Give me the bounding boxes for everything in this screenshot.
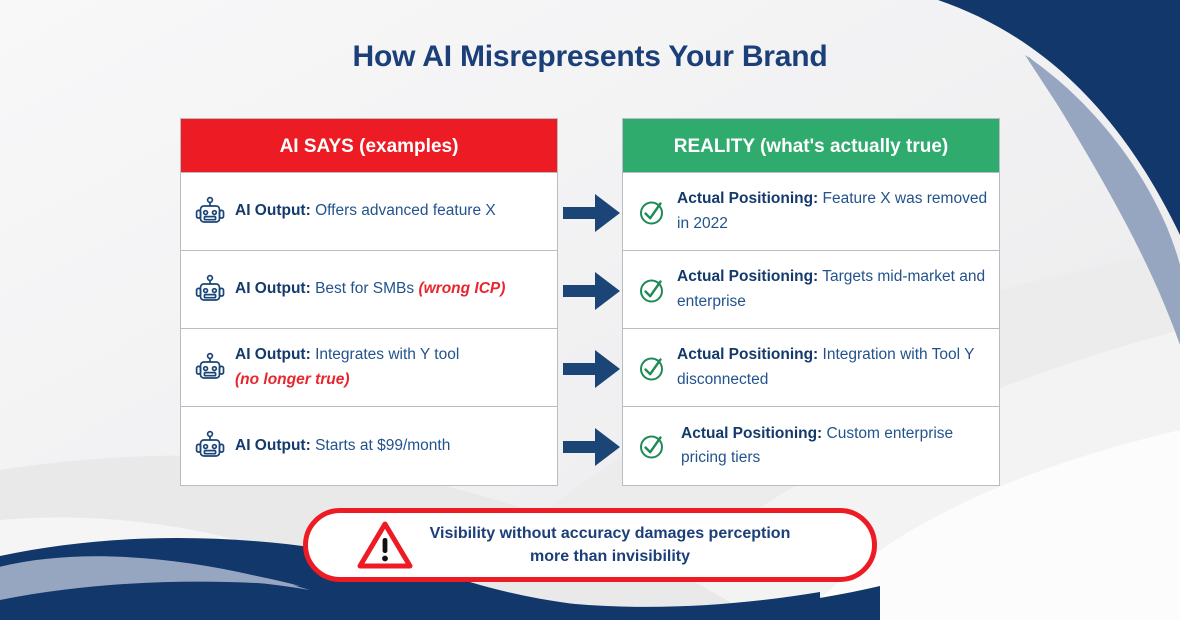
arrow-right-icon — [563, 424, 621, 470]
row-body: Integrates with Y tool — [315, 346, 460, 364]
row-text: AI Output: Best for SMBs (wrong ICP) — [235, 277, 547, 301]
row-note: (wrong ICP) — [418, 280, 506, 298]
row-text: Actual Positioning: Feature X was remove… — [677, 187, 989, 235]
table-row[interactable]: Actual Positioning: Custom enterprise pr… — [622, 407, 1000, 486]
arrow-right-icon — [563, 190, 621, 236]
row-label: Actual Positioning: — [677, 268, 819, 286]
warning-callout: Visibility without accuracy damages perc… — [303, 508, 877, 582]
table-row[interactable]: Actual Positioning: Feature X was remove… — [622, 173, 1000, 251]
row-body: Feature X was removed in 2022 — [677, 190, 988, 232]
row-text: Actual Positioning: Targets mid-market a… — [677, 265, 989, 313]
row-body: Targets mid-market and enterprise — [677, 268, 986, 310]
ai-says-column: AI SAYS (examples) AI — [180, 118, 558, 486]
table-row[interactable]: AI Output: Offers advanced feature X — [180, 173, 558, 251]
row-text: AI Output: Starts at $99/month — [235, 434, 547, 458]
row-text: Actual Positioning: Integration with Too… — [677, 343, 989, 391]
table-row[interactable]: AI Output: Starts at $99/month — [180, 407, 558, 486]
row-note: (no longer true) — [235, 370, 350, 388]
warning-triangle-icon — [356, 520, 414, 570]
check-circle-icon — [635, 194, 669, 230]
row-label: Actual Positioning: — [677, 190, 819, 208]
check-circle-icon — [635, 350, 669, 386]
robot-icon — [193, 194, 227, 230]
row-label: AI Output: — [235, 280, 311, 298]
row-label: AI Output: — [235, 346, 311, 364]
table-row[interactable]: Actual Positioning: Integration with Too… — [622, 329, 1000, 407]
row-body: Custom enterprise pricing tiers — [681, 424, 954, 466]
table-row[interactable]: AI Output: Integrates with Y tool (no lo… — [180, 329, 558, 407]
callout-line-2: more than invisibility — [529, 548, 690, 565]
row-text: AI Output: Integrates with Y tool (no lo… — [235, 343, 547, 391]
robot-icon — [193, 350, 227, 386]
check-circle-icon — [635, 272, 669, 308]
row-text: AI Output: Offers advanced feature X — [235, 199, 547, 223]
row-body: Best for SMBs — [315, 280, 415, 298]
check-circle-icon — [635, 428, 669, 464]
row-label: AI Output: — [235, 436, 311, 454]
row-label: Actual Positioning: — [677, 346, 819, 364]
row-text: Actual Positioning: Custom enterprise pr… — [677, 422, 989, 470]
reality-header: REALITY (what's actually true) — [622, 118, 1000, 173]
table-row[interactable]: AI Output: Best for SMBs (wrong ICP) — [180, 251, 558, 329]
page-title: How AI Misrepresents Your Brand — [352, 40, 828, 73]
robot-icon — [193, 272, 227, 308]
row-label: Actual Positioning: — [681, 424, 823, 442]
ai-says-header: AI SAYS (examples) — [180, 118, 558, 173]
reality-column: REALITY (what's actually true) Actual Po… — [622, 118, 1000, 486]
row-label: AI Output: — [235, 202, 311, 220]
row-body: Starts at $99/month — [315, 436, 451, 454]
row-body: Integration with Tool Y disconnected — [677, 346, 975, 388]
robot-icon — [193, 428, 227, 464]
arrow-right-icon — [563, 346, 621, 392]
row-body: Offers advanced feature X — [315, 202, 496, 220]
callout-text: Visibility without accuracy damages perc… — [430, 522, 825, 568]
callout-line-1: Visibility without accuracy damages perc… — [429, 524, 791, 542]
arrow-right-icon — [563, 268, 621, 314]
table-row[interactable]: Actual Positioning: Targets mid-market a… — [622, 251, 1000, 329]
